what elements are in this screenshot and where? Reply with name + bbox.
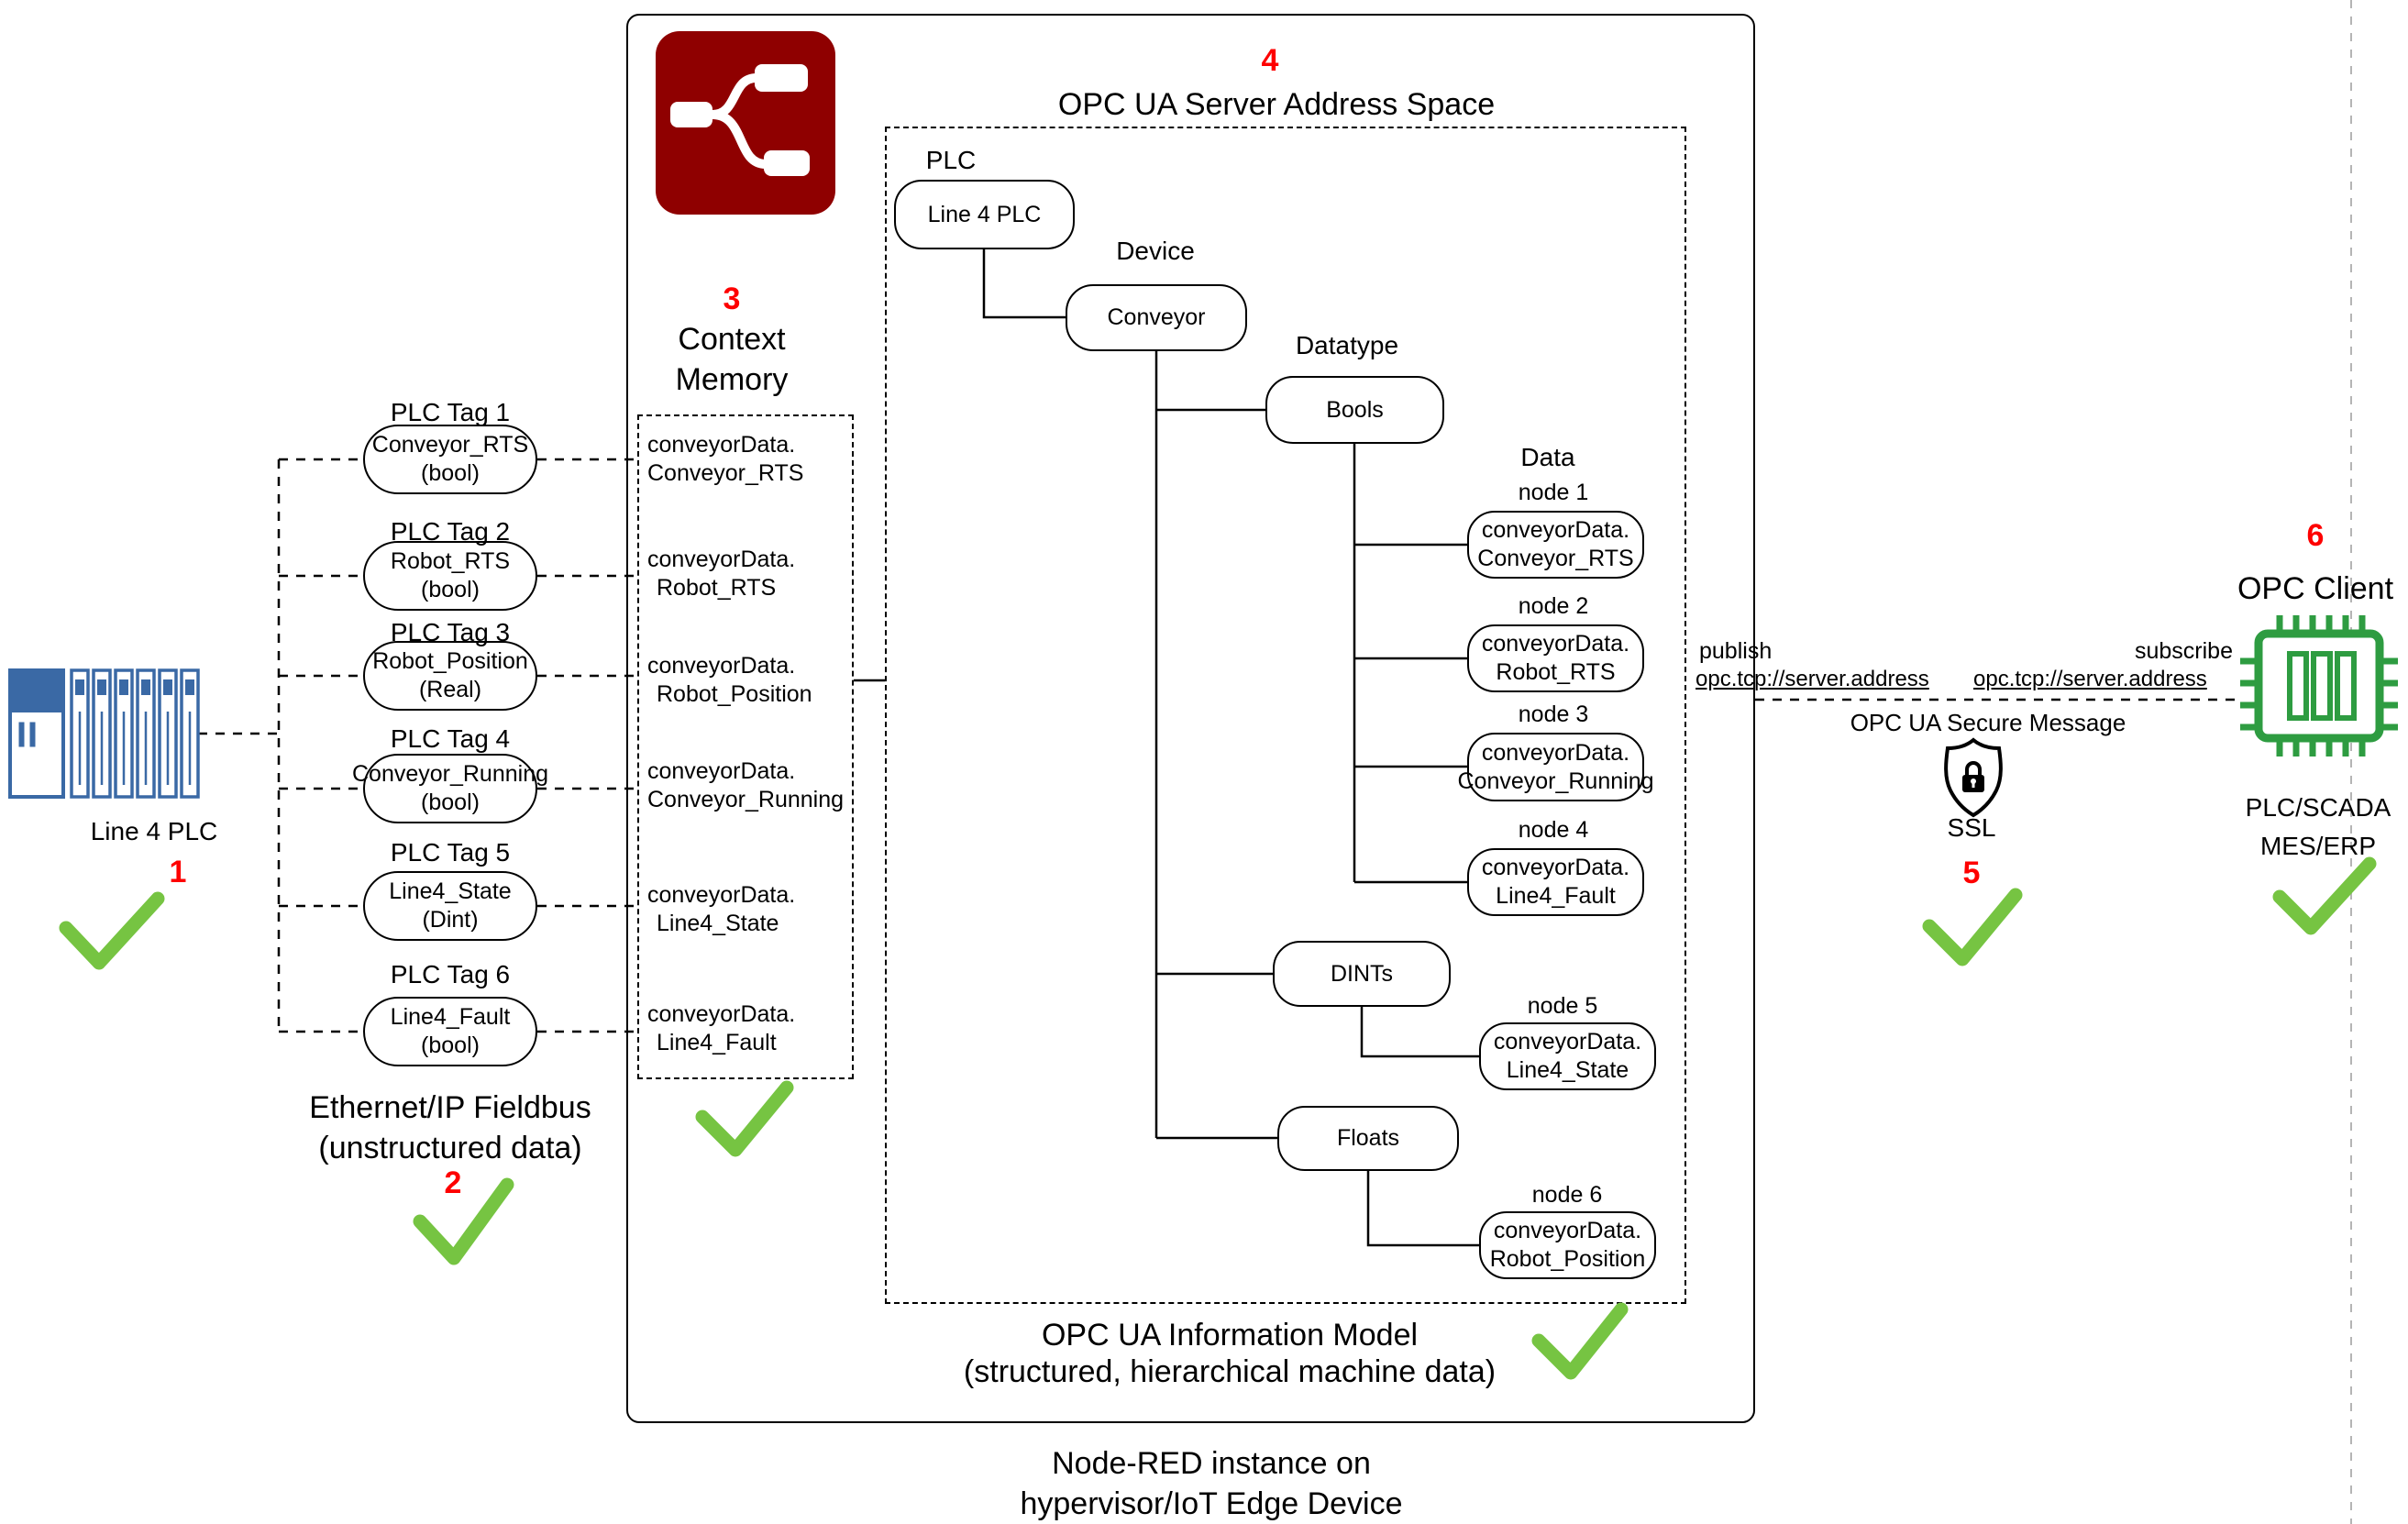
tree-label-datatype: Datatype [1295, 331, 1399, 359]
address-space-box [885, 127, 1686, 1304]
tag-type: (bool) [421, 460, 480, 486]
tree-node-5: conveyorData. Line4_State [1479, 1022, 1656, 1090]
step-5-number: 5 [1962, 856, 1981, 890]
tree-node-floats: Floats [1277, 1106, 1459, 1171]
plc-tag-2-oval: Robot_RTS (bool) [363, 541, 537, 611]
tree-label-node4: node 4 [1518, 817, 1589, 843]
plc-tag-3-oval: Robot_Position (Real) [363, 641, 537, 711]
tree-label-node6: node 6 [1531, 1182, 1603, 1208]
tree-node-4: conveyorData. Line4_Fault [1467, 848, 1644, 916]
tree-node-plc: Line 4 PLC [894, 180, 1075, 249]
context-item: conveyorData. Robot_Position [647, 653, 812, 707]
plc-tag-1-label: PLC Tag 1 [390, 398, 511, 426]
context-item: conveyorData. Conveyor_Running [647, 758, 845, 812]
plc-tag-3-label: PLC Tag 3 [390, 618, 511, 646]
nodered-instance-caption: Node-RED instance on hypervisor/IoT Edge… [1020, 1446, 1403, 1521]
tree-node-1: conveyorData. Conveyor_RTS [1467, 511, 1644, 579]
fieldbus-caption: Ethernet/IP Fieldbus (unstructured data) [309, 1088, 591, 1168]
tag-name: Conveyor_Running [351, 761, 549, 787]
tree-node-conveyor: Conveyor [1066, 284, 1247, 351]
tree-node-3: conveyorData. Conveyor_Running [1457, 733, 1654, 801]
tree-node-bools: Bools [1265, 376, 1444, 444]
step-6-number: 6 [2306, 518, 2325, 553]
tree-label-node5: node 5 [1527, 993, 1598, 1019]
tag-name: Conveyor_RTS [371, 432, 529, 458]
context-memory-title-line2: Memory [675, 362, 789, 397]
context-memory-title: Context Memory [676, 319, 789, 400]
client-systems-caption: PLC/SCADA MES/ERP [2245, 793, 2391, 860]
opc-client-chip-icon [2240, 615, 2398, 756]
fieldbus-caption-line2: (unstructured data) [318, 1131, 582, 1165]
tree-label-node3: node 3 [1518, 701, 1589, 727]
context-item: conveyorData. Robot_RTS [647, 547, 796, 601]
ssl-label: SSL [1947, 813, 1996, 842]
plc-tag-6-label: PLC Tag 6 [390, 960, 511, 988]
context-memory-box [637, 414, 854, 1079]
tree-label-data: Data [1520, 443, 1575, 471]
checkmark-1-icon [59, 891, 165, 970]
tree-node-2: conveyorData. Robot_RTS [1467, 624, 1644, 692]
plc-tag-6-oval: Line4_Fault (bool) [363, 997, 537, 1066]
tree-label-node2: node 2 [1518, 593, 1589, 619]
tag-name: Robot_RTS [390, 548, 511, 574]
subscribe-label: subscribe [2135, 638, 2233, 664]
nodered-instance-box [626, 14, 1755, 1423]
tree-node-dints: DINTs [1273, 941, 1451, 1007]
subscribe-url-link[interactable]: opc.tcp://server.address [1973, 667, 2207, 691]
secure-message-label: OPC UA Secure Message [1850, 709, 2126, 736]
plc-tag-5-oval: Line4_State (Dint) [363, 871, 537, 941]
plc-icon [8, 668, 200, 799]
step-1-number: 1 [169, 855, 187, 889]
tree-label-node1: node 1 [1518, 480, 1589, 505]
nodered-logo-icon [656, 31, 835, 215]
fieldbus-caption-line1: Ethernet/IP Fieldbus [309, 1090, 591, 1125]
tag-type: (bool) [421, 790, 480, 815]
step-3-number: 3 [723, 282, 741, 316]
tag-name: Robot_Position [372, 648, 528, 674]
tag-type: (Real) [418, 677, 482, 702]
address-space-title: OPC UA Server Address Space [1057, 87, 1496, 122]
plc-tag-1-oval: Conveyor_RTS (bool) [363, 425, 537, 494]
context-memory-title-line1: Context [678, 322, 786, 357]
tree-label-plc: PLC [925, 146, 977, 174]
context-item: conveyorData. Line4_State [647, 882, 796, 936]
publish-label: publish [1699, 638, 1773, 664]
tag-name: Line4_Fault [390, 1004, 511, 1030]
checkmark-6-icon [2272, 856, 2377, 935]
information-model-caption: OPC UA Information Model (structured, hi… [963, 1318, 1497, 1389]
checkmark-5-icon [1922, 888, 2023, 966]
step-4-number: 4 [1261, 43, 1279, 78]
tree-label-device: Device [1116, 237, 1195, 265]
tag-name: Line4_State [389, 878, 512, 904]
plc-tag-4-label: PLC Tag 4 [390, 724, 511, 753]
plc-tag-2-label: PLC Tag 2 [390, 517, 511, 546]
context-item: conveyorData. Conveyor_RTS [647, 432, 804, 486]
plc-tag-5-label: PLC Tag 5 [390, 838, 511, 867]
tag-type: (bool) [421, 1033, 480, 1058]
checkmark-2-icon [413, 1177, 514, 1265]
tree-node-6: conveyorData. Robot_Position [1479, 1211, 1656, 1279]
tag-type: (bool) [421, 577, 480, 602]
ssl-shield-icon [1944, 737, 2003, 818]
tag-type: (Dint) [422, 907, 479, 933]
opc-client-title: OPC Client [2237, 571, 2394, 606]
context-item: conveyorData. Line4_Fault [647, 1001, 796, 1055]
step-2-number: 2 [444, 1165, 462, 1200]
plc-tag-4-oval: Conveyor_Running (bool) [352, 754, 548, 823]
plc-caption: Line 4 PLC [90, 817, 218, 845]
publish-url-link[interactable]: opc.tcp://server.address [1696, 667, 1929, 691]
